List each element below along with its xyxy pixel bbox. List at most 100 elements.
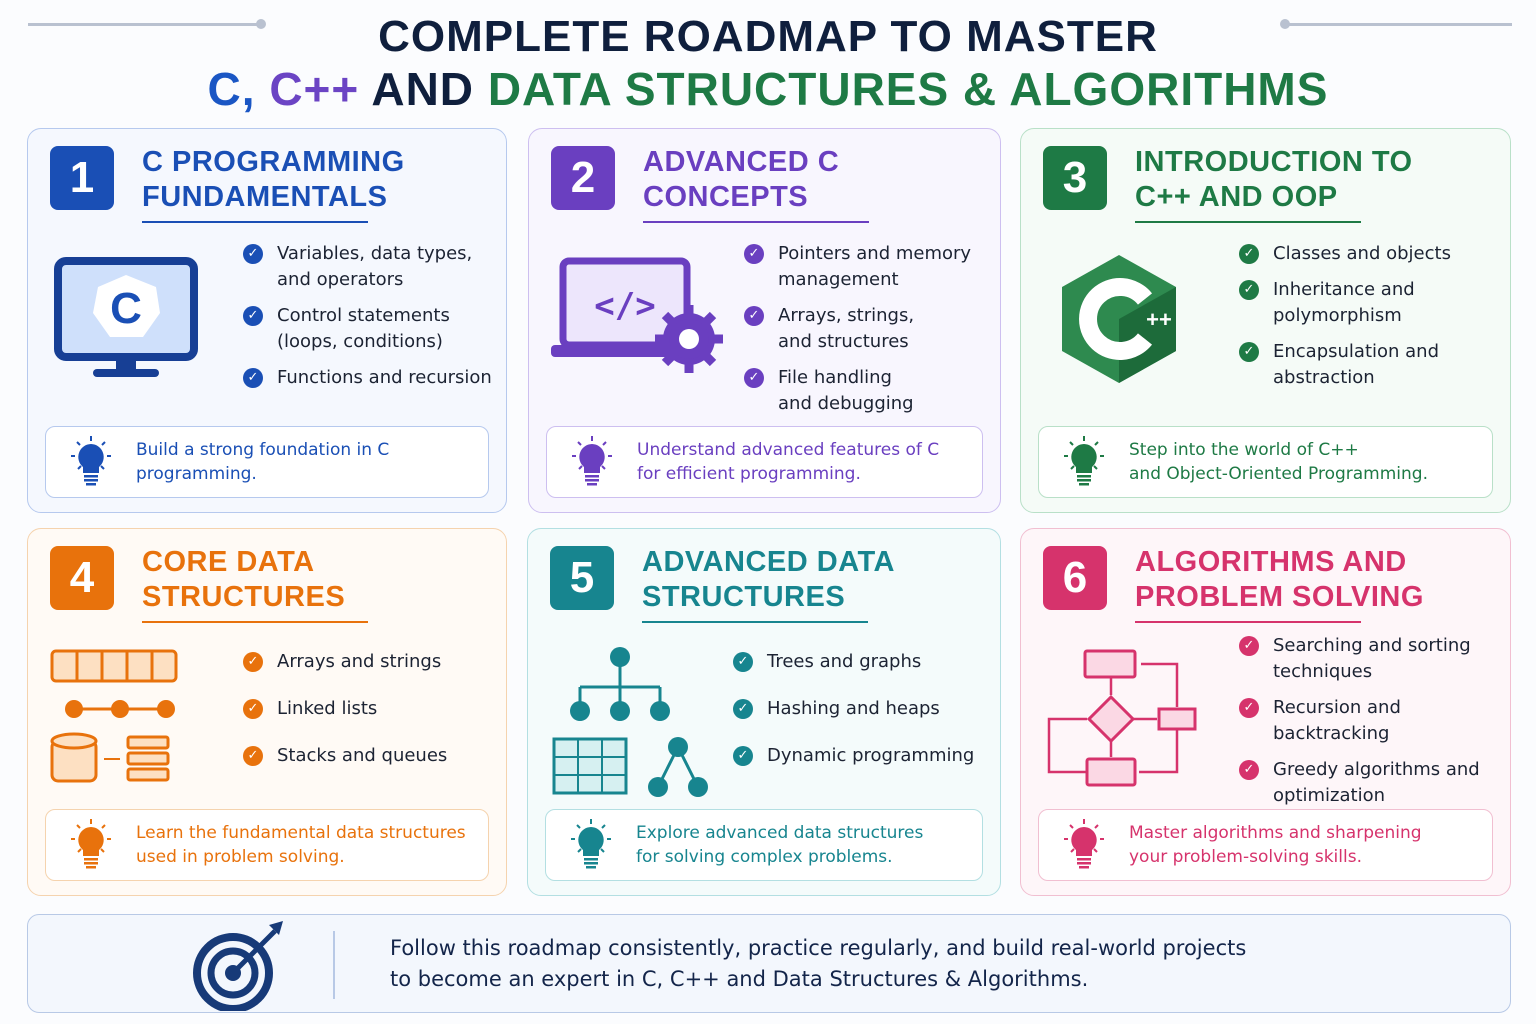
- step-number-badge: 3: [1043, 146, 1107, 210]
- svg-text:C: C: [110, 284, 142, 333]
- footer-banner: Follow this roadmap consistently, practi…: [27, 914, 1511, 1013]
- step-number-badge: 4: [50, 546, 114, 610]
- check-circle-icon: ✓: [1239, 636, 1259, 656]
- card-title: INTRODUCTION TO C++ AND OOP: [1135, 146, 1413, 213]
- laptop-code-gear-icon: </>: [549, 247, 729, 397]
- check-circle-icon: ✓: [733, 699, 753, 719]
- tip-box: Learn the fundamental data structures us…: [45, 809, 489, 881]
- topic-item: ✓Variables, data types, and operators: [243, 241, 492, 293]
- topic-text: Stacks and queues: [277, 745, 448, 766]
- tip-box: Understand advanced features of C for ef…: [546, 426, 983, 498]
- topic-text: Arrays, strings, and structures: [778, 305, 915, 352]
- title-underline: [642, 621, 868, 623]
- topic-item: ✓Greedy algorithms and optimization: [1239, 757, 1480, 809]
- topic-item: ✓File handling and debugging: [744, 365, 971, 417]
- cpp-logo-icon: ++: [1041, 247, 1221, 397]
- check-circle-icon: ✓: [243, 746, 263, 766]
- data-structures-icon: [48, 647, 228, 797]
- card-title: ALGORITHMS AND PROBLEM SOLVING: [1135, 546, 1424, 613]
- roadmap-card-4: 4 CORE DATA STRUCTURES ✓ Arrays and strin…: [27, 528, 507, 896]
- lightbulb-icon: [546, 819, 636, 871]
- check-circle-icon: ✓: [1239, 244, 1259, 264]
- topic-item: ✓ Pointers and memory management: [744, 241, 971, 293]
- lightbulb-icon: [46, 436, 136, 488]
- check-circle-icon: ✓: [733, 746, 753, 766]
- step-number-badge: 6: [1043, 546, 1107, 610]
- topic-item: ✓ Recursion and backtracking: [1239, 695, 1480, 747]
- roadmap-card-2: 2 ADVANCED C CONCEPTS </> ✓ Pointers and …: [528, 128, 1001, 513]
- topic-list: ✓ Arrays and strings ✓ Linked lists ✓ Stacks …: [243, 649, 447, 769]
- card-title: ADVANCED C CONCEPTS: [643, 146, 840, 213]
- roadmap-card-1: 1 C PROGRAMMING FUNDAMENTALS C ✓Variable…: [27, 128, 507, 513]
- topic-text: Linked lists: [277, 698, 378, 719]
- target-icon: [193, 921, 283, 1011]
- topic-text: Recursion and backtracking: [1273, 697, 1401, 744]
- flowchart-icon: [1041, 647, 1221, 797]
- topic-item: ✓Classes and objects: [1239, 241, 1451, 267]
- check-circle-icon: ✓: [243, 244, 263, 264]
- lightbulb-icon: [46, 819, 136, 871]
- card-title: C PROGRAMMING FUNDAMENTALS: [142, 146, 405, 213]
- check-circle-icon: ✓: [1239, 280, 1259, 300]
- topic-item: ✓Trees and graphs: [733, 649, 974, 675]
- svg-text:++: ++: [1146, 307, 1172, 332]
- svg-text:</>: </>: [594, 286, 655, 326]
- check-circle-icon: ✓: [243, 699, 263, 719]
- title-dsa: DATA STRUCTURES & ALGORITHMS: [487, 63, 1329, 115]
- topic-item: ✓ Arrays, strings, and structures: [744, 303, 971, 355]
- page-title-line-1: COMPLETE ROADMAP TO MASTER: [378, 12, 1158, 61]
- title-cpp: C++: [269, 63, 360, 115]
- card-title: CORE DATA STRUCTURES: [142, 546, 346, 613]
- topic-text: Searching and sorting techniques: [1273, 635, 1471, 682]
- check-circle-icon: ✓: [744, 306, 764, 326]
- check-circle-icon: ✓: [1239, 342, 1259, 362]
- topic-list: ✓ Searching and sorting techniques ✓ Recurs…: [1239, 633, 1480, 809]
- topic-text: Control statements (loops, conditions): [277, 305, 450, 352]
- step-number-badge: 5: [550, 546, 614, 610]
- title-underline: [142, 621, 368, 623]
- topic-text: Greedy algorithms and optimization: [1273, 759, 1480, 806]
- decorative-line-right: [1280, 19, 1512, 29]
- title-underline: [643, 221, 869, 223]
- title-underline: [1135, 221, 1361, 223]
- topic-text: Dynamic programming: [767, 745, 975, 766]
- card-title: ADVANCED DATA STRUCTURES: [642, 546, 895, 613]
- topic-item: ✓ Dynamic programming: [733, 743, 974, 769]
- topic-text: File handling and debugging: [778, 367, 914, 414]
- check-circle-icon: ✓: [243, 652, 263, 672]
- tip-box: Explore advanced data structures for sol…: [545, 809, 983, 881]
- step-number-badge: 2: [551, 146, 615, 210]
- roadmap-card-6: 6 ALGORITHMS AND PROBLEM SOLVING ✓ Search…: [1020, 528, 1511, 896]
- topic-list: ✓Trees and graphs✓Hashing and heaps✓Dyna…: [733, 649, 974, 769]
- topic-text: Arrays and strings: [277, 651, 442, 672]
- tree-graph-icon: [548, 647, 728, 797]
- topic-text: Inheritance and polymorphism: [1273, 279, 1415, 326]
- step-number-badge: 1: [50, 146, 114, 210]
- title-c: C,: [207, 63, 256, 115]
- topic-list: ✓Classes and objects✓Inheritance and pol…: [1239, 241, 1451, 391]
- topic-item: ✓ Stacks and queues: [243, 743, 447, 769]
- tip-text: Understand advanced features of C for ef…: [637, 440, 940, 484]
- topic-item: ✓ Searching and sorting techniques: [1239, 633, 1480, 685]
- tip-text: Learn the fundamental data structures us…: [136, 823, 466, 867]
- check-circle-icon: ✓: [1239, 698, 1259, 718]
- lightbulb-icon: [1039, 436, 1129, 488]
- topic-item: ✓ Arrays and strings: [243, 649, 447, 675]
- tip-text: Master algorithms and sharpening your pr…: [1129, 823, 1422, 867]
- topic-text: Pointers and memory management: [778, 243, 972, 290]
- check-circle-icon: ✓: [243, 306, 263, 326]
- tip-box: Build a strong foundation in C programmi…: [45, 426, 489, 498]
- lightbulb-icon: [547, 436, 637, 488]
- roadmap-card-3: 3 INTRODUCTION TO C++ AND OOP ++ ✓Classe…: [1020, 128, 1511, 513]
- topic-item: ✓ Control statements (loops, conditions): [243, 303, 492, 355]
- tip-text: Step into the world of C++ and Object-Or…: [1129, 440, 1428, 484]
- topic-text: Functions and recursion: [277, 367, 492, 388]
- check-circle-icon: ✓: [744, 244, 764, 264]
- check-circle-icon: ✓: [733, 652, 753, 672]
- topic-item: ✓ Linked lists: [243, 696, 447, 722]
- title-and: AND: [371, 63, 475, 115]
- topic-text: Hashing and heaps: [767, 698, 940, 719]
- check-circle-icon: ✓: [243, 368, 263, 388]
- footer-divider: [333, 931, 335, 999]
- title-underline: [1135, 621, 1361, 623]
